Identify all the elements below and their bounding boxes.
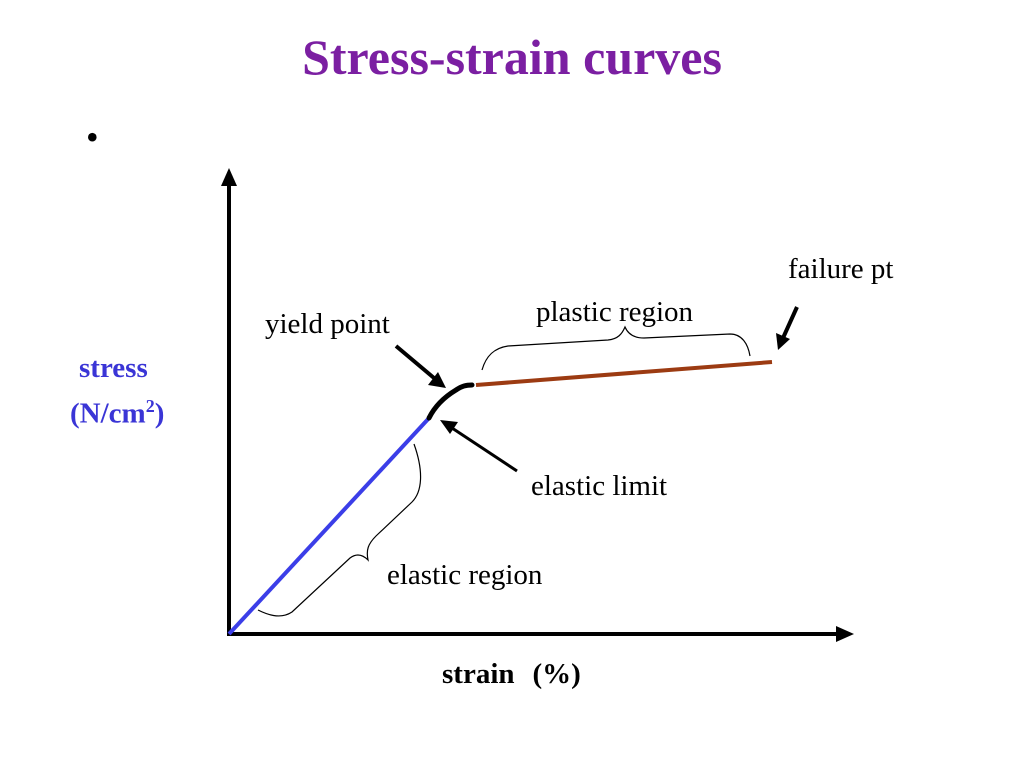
x-axis-arrowhead [836,626,854,642]
elastic-region-brace [257,443,422,617]
failure-pt-arrowhead [776,333,790,350]
plastic-region-label: plastic region [536,296,694,328]
y-axis-arrowhead [221,168,237,186]
y-axis-label: stress [79,352,148,385]
y-axis-unit-text: (N/cm [70,397,146,430]
failure-pt-arrow [781,306,799,339]
x-axis-label-name: strain [442,658,515,690]
plastic-region-line [475,360,773,387]
yield-curve [426,382,475,421]
elastic-region-label: elastic region [387,559,543,591]
y-axis-unit-close: ) [154,397,165,430]
y-axis-unit-sup: 2 [145,396,155,416]
elastic-limit-arrowhead [440,420,458,434]
page-title: Stress-strain curves [302,29,722,85]
elastic-region-line [227,415,432,636]
yield-point-arrowhead [428,372,446,388]
y-axis-unit: (N/cm2) [70,396,164,431]
elastic-limit-label: elastic limit [531,470,668,502]
x-axis-label: strain (%) [442,658,581,691]
yield-point-label: yield point [265,308,390,340]
failure-pt-label: failure pt [788,253,894,285]
bullet-point: • [86,117,99,157]
yield-point-arrow [394,344,436,380]
y-axis-label-name: stress [79,352,148,384]
elastic-limit-arrow [451,426,518,473]
x-axis-unit: (%) [532,658,581,690]
plastic-region-brace [481,325,751,371]
